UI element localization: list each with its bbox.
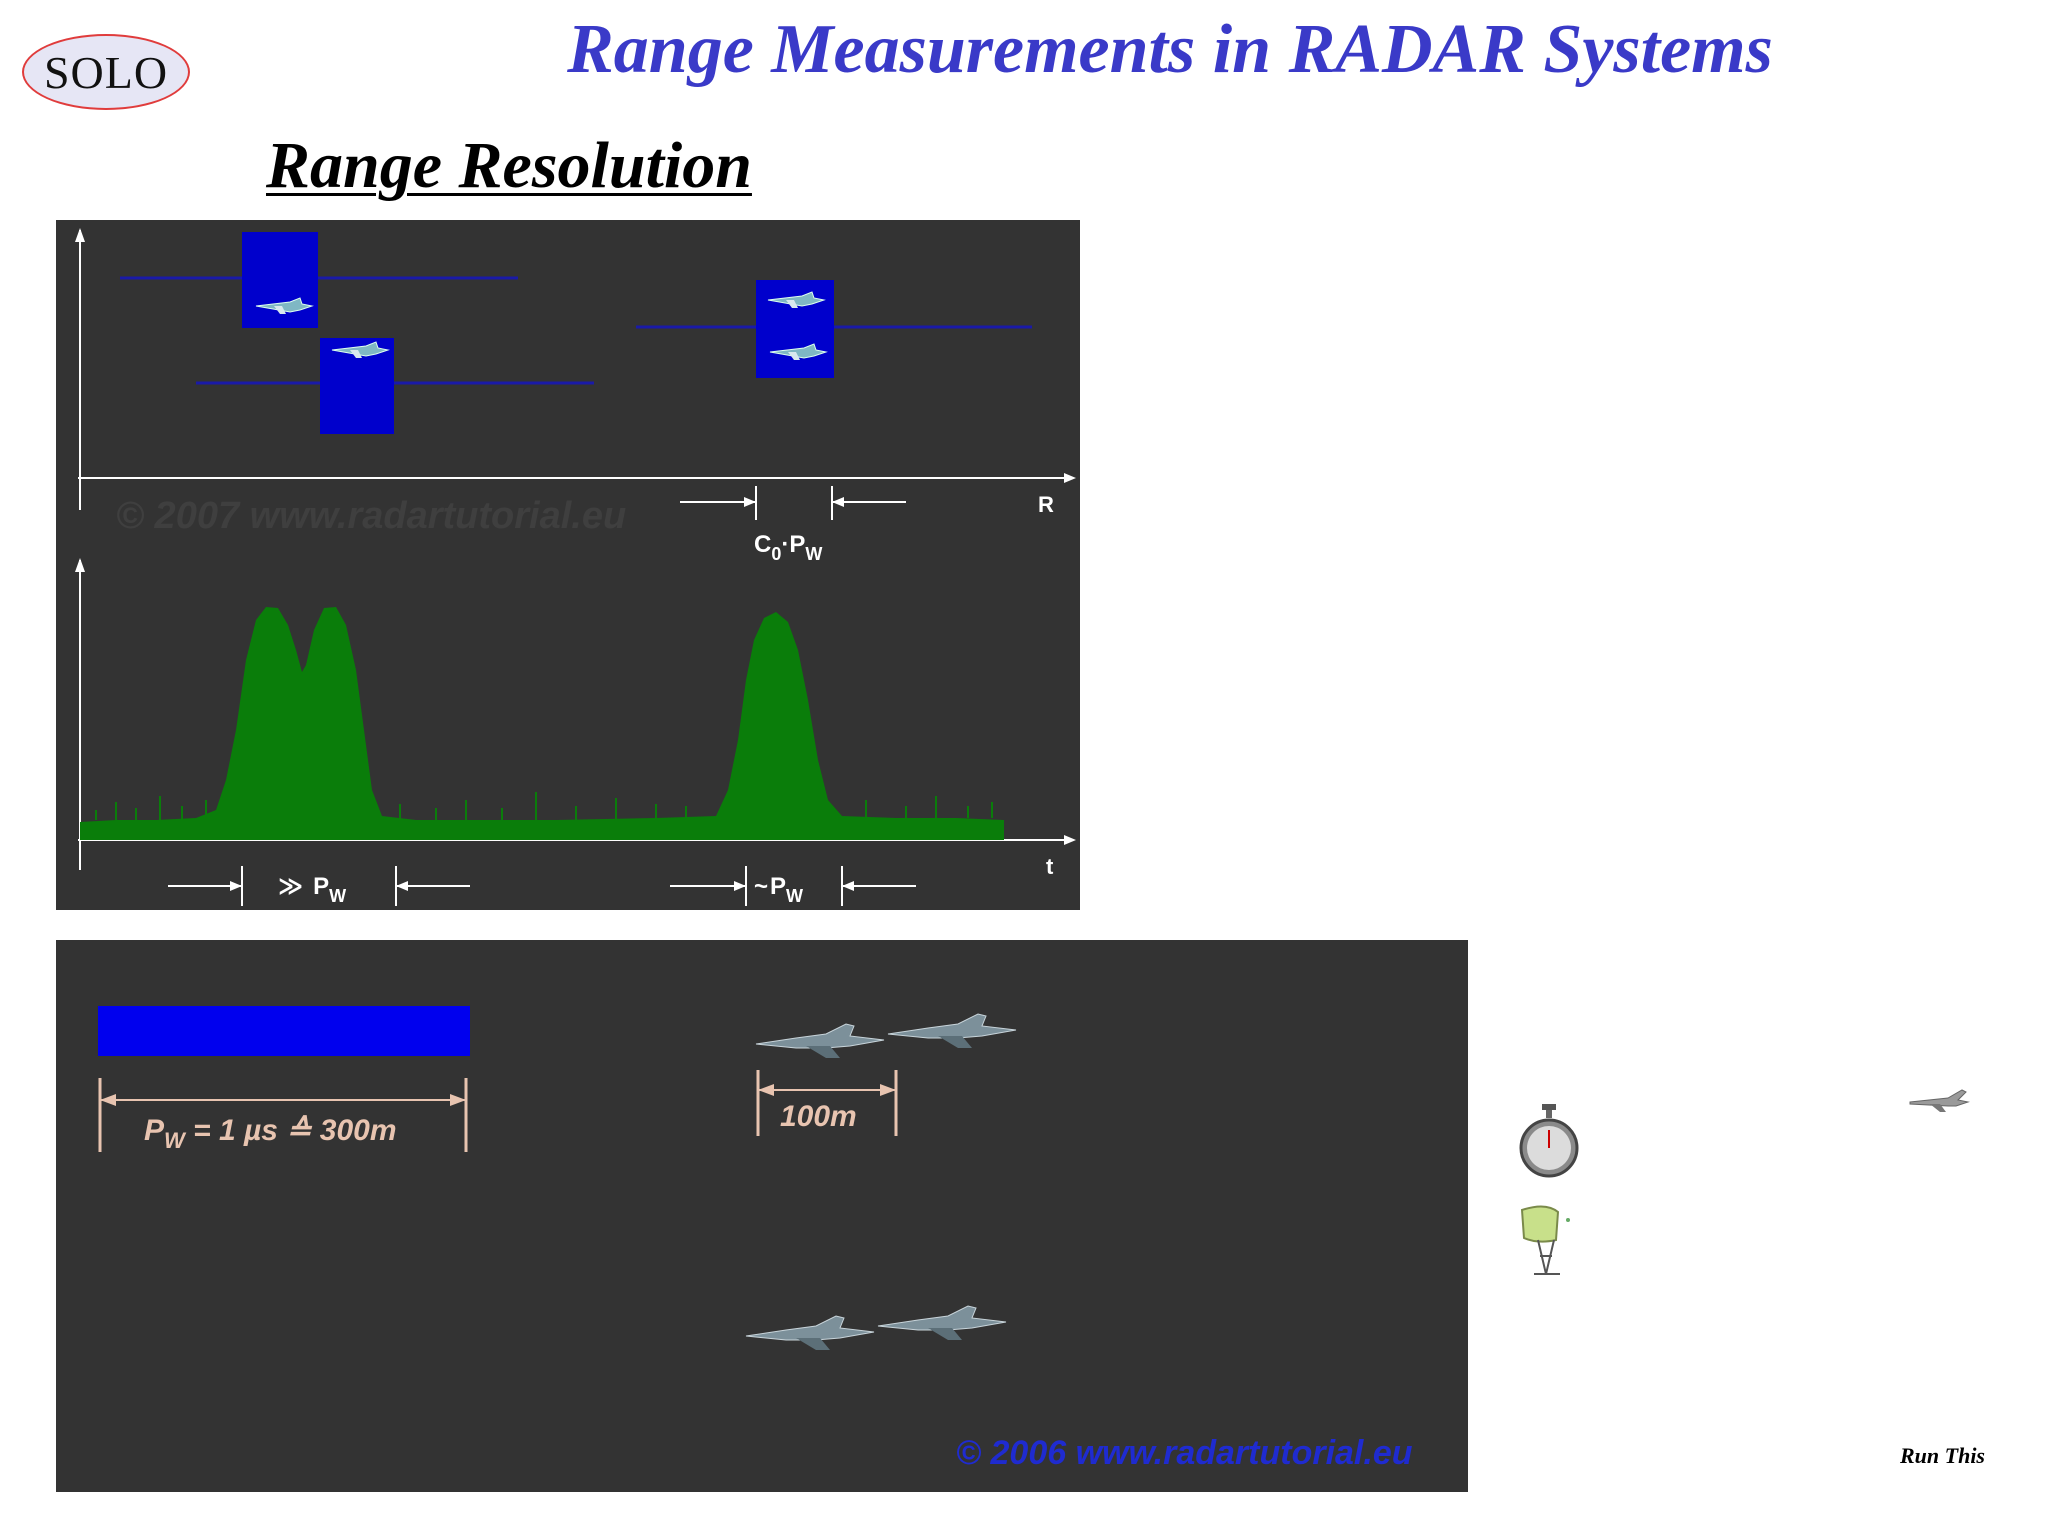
diagram-canvas: © 2007 www.radartutorial.eu R [75, 228, 1076, 906]
dimension-arrow [100, 1094, 116, 1106]
solo-logo: SOLO [22, 34, 190, 110]
time-axis-arrow [1064, 835, 1076, 845]
range-axis-arrow [1064, 473, 1076, 483]
fighter-jet-icon [745, 1315, 875, 1350]
animation-watermark: © 2006 www.radartutorial.eu [956, 1434, 1413, 1472]
section-title: Range Resolution [266, 129, 752, 202]
range-resolution-diagram: © 2007 www.radartutorial.eu R [56, 220, 1080, 910]
page-title: Range Measurements in RADAR Systems [567, 11, 1773, 88]
noise-spikes [95, 792, 993, 820]
animation-canvas: PW = 1 µs ≙ 300m 100m © 2006 www.radartu… [98, 1006, 1413, 1472]
fighter-jet-icon [755, 1023, 885, 1058]
dimension-arrow [758, 1084, 774, 1096]
fighter-jet-icon [877, 1305, 1007, 1340]
spacing-label: 100m [780, 1100, 857, 1133]
top-axis-arrow [75, 228, 85, 242]
radar-icon[interactable] [1516, 1204, 1578, 1278]
echo-signal [80, 607, 1004, 840]
transmit-pulse [98, 1006, 470, 1056]
aircraft-icon [255, 297, 314, 314]
pulse-animation-frame: PW = 1 µs ≙ 300m 100m © 2006 www.radartu… [56, 940, 1468, 1492]
dimension-arrow [880, 1084, 896, 1096]
time-axis-label: t [1046, 854, 1054, 879]
range-gap-label: C0·PW [754, 531, 822, 564]
stopwatch-icon[interactable] [1518, 1104, 1580, 1182]
diagram-watermark: © 2007 www.radartutorial.eu [116, 495, 626, 537]
aircraft-icon [769, 343, 828, 360]
airliner-icon[interactable] [1908, 1086, 1970, 1116]
resolved-label: ~PW [754, 873, 803, 906]
fighter-jet-icon [887, 1013, 1017, 1048]
aircraft-icon [767, 291, 826, 308]
pulse-block [756, 280, 834, 378]
aircraft-icon [331, 341, 390, 358]
dimension-arrow [450, 1094, 466, 1106]
bottom-axis-arrow [75, 558, 85, 572]
range-axis-label: R [1038, 492, 1054, 517]
logo-text: SOLO [43, 46, 169, 98]
run-this-link[interactable]: Run This [1900, 1443, 1985, 1468]
dimension-arrow [734, 881, 746, 891]
dimension-arrow [230, 881, 242, 891]
pulse-width-label: PW = 1 µs ≙ 300m [144, 1114, 397, 1153]
dimension-arrow [744, 497, 756, 507]
unresolved-label: ≫PW [278, 873, 346, 906]
